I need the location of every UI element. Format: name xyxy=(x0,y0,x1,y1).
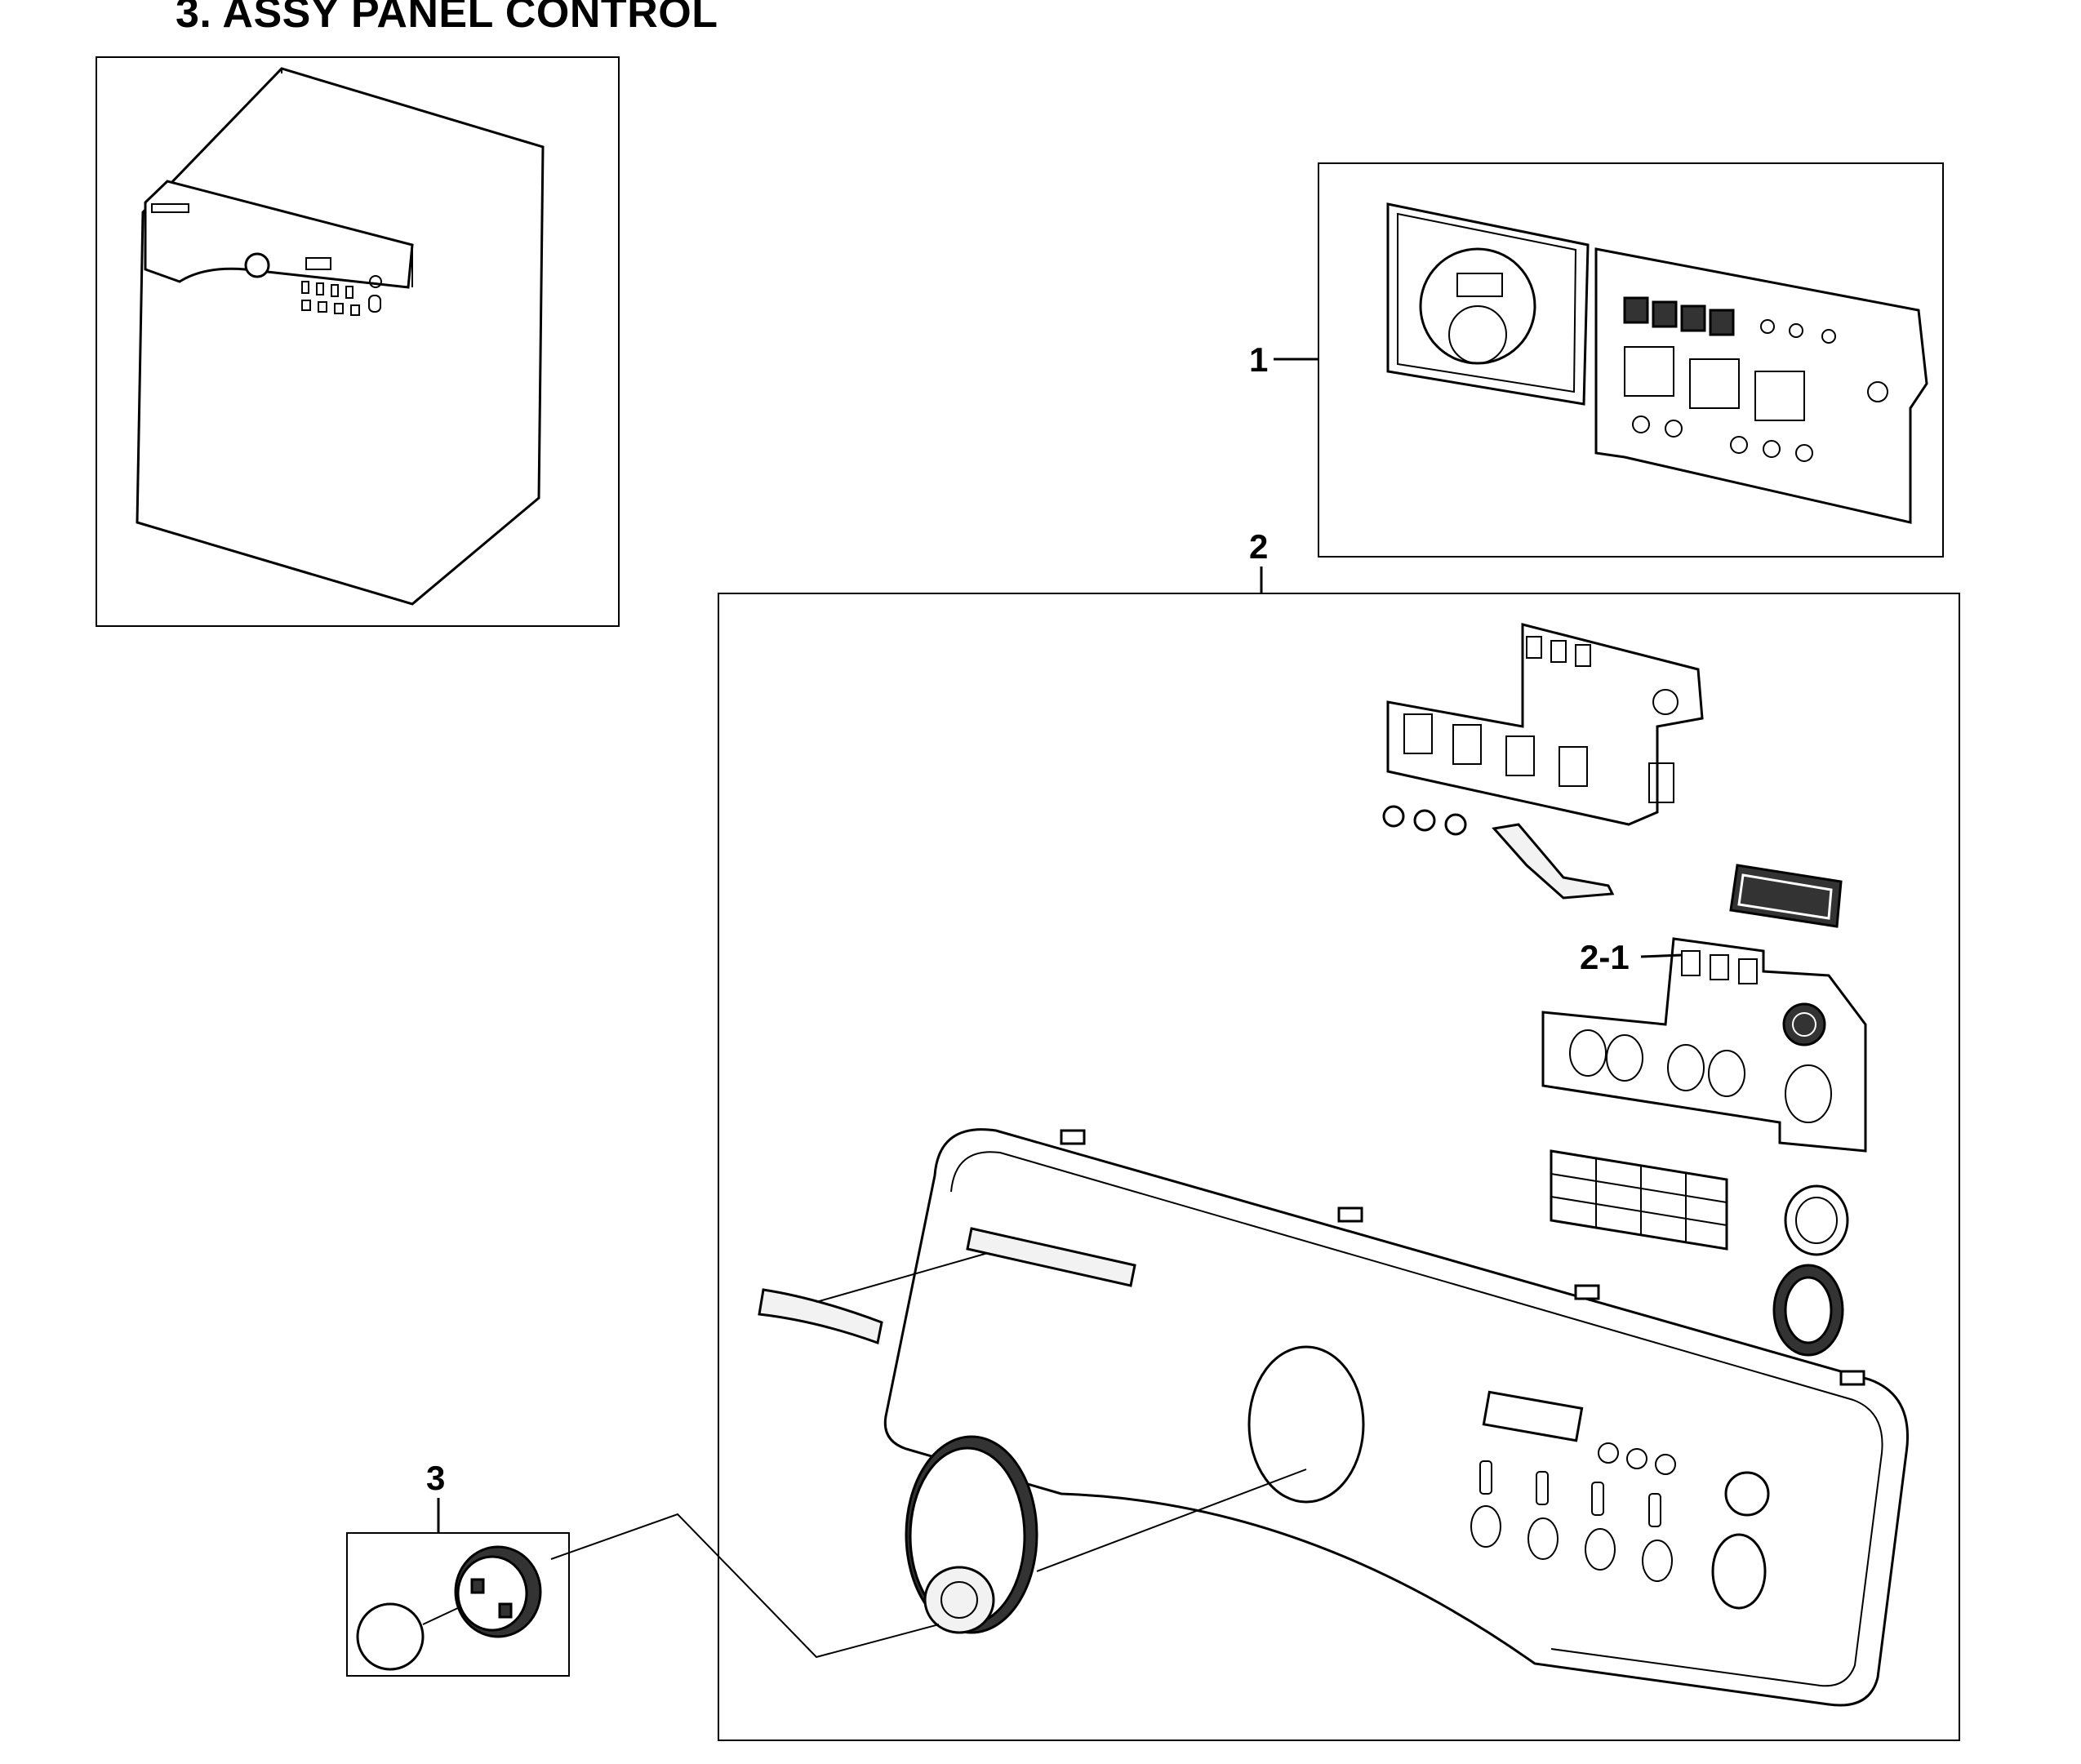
pcb-assembly-illustration xyxy=(1386,202,1928,524)
part-2-1-frame xyxy=(1541,937,1867,1153)
svg-text:2: 2 xyxy=(1249,527,1268,566)
spacer-grid xyxy=(1550,1149,1728,1251)
pcb-leds xyxy=(1632,319,1888,462)
pcb-connectors xyxy=(1623,296,1735,336)
pcb-relays xyxy=(1624,346,1805,421)
knob-bezel xyxy=(1772,1184,1849,1357)
part-3-box xyxy=(346,1532,570,1677)
part-2-box xyxy=(718,593,1960,1741)
overview-washer-box xyxy=(96,56,620,627)
dial-knob xyxy=(905,1435,1038,1634)
callout-3: 3 xyxy=(426,1459,445,1533)
leader-dial xyxy=(1036,1469,1307,1572)
button-holder-upper xyxy=(1386,623,1704,826)
callout-2: 2 xyxy=(1249,527,1268,593)
washer-button-row xyxy=(301,275,382,316)
callout-1: 1 xyxy=(1249,340,1318,379)
panel-buttons xyxy=(1470,1442,1770,1610)
washer-cabinet-illustration xyxy=(136,67,545,606)
small-knobs xyxy=(1382,805,1467,836)
svg-text:2-1: 2-1 xyxy=(1580,938,1630,976)
svg-text:3: 3 xyxy=(426,1459,445,1497)
logo-badge xyxy=(758,1288,883,1345)
svg-text:1: 1 xyxy=(1249,340,1268,379)
lever-part xyxy=(1492,823,1615,900)
leader-logo xyxy=(816,1252,989,1303)
leader-part-3 xyxy=(550,1513,940,1659)
control-panel-body xyxy=(883,1128,1909,1707)
callout-2-1: 2-1 xyxy=(1580,938,1683,976)
part-1-box xyxy=(1318,162,1944,558)
display-window xyxy=(1729,864,1843,928)
page-title: 3. ASSY PANEL CONTROL xyxy=(176,0,718,37)
